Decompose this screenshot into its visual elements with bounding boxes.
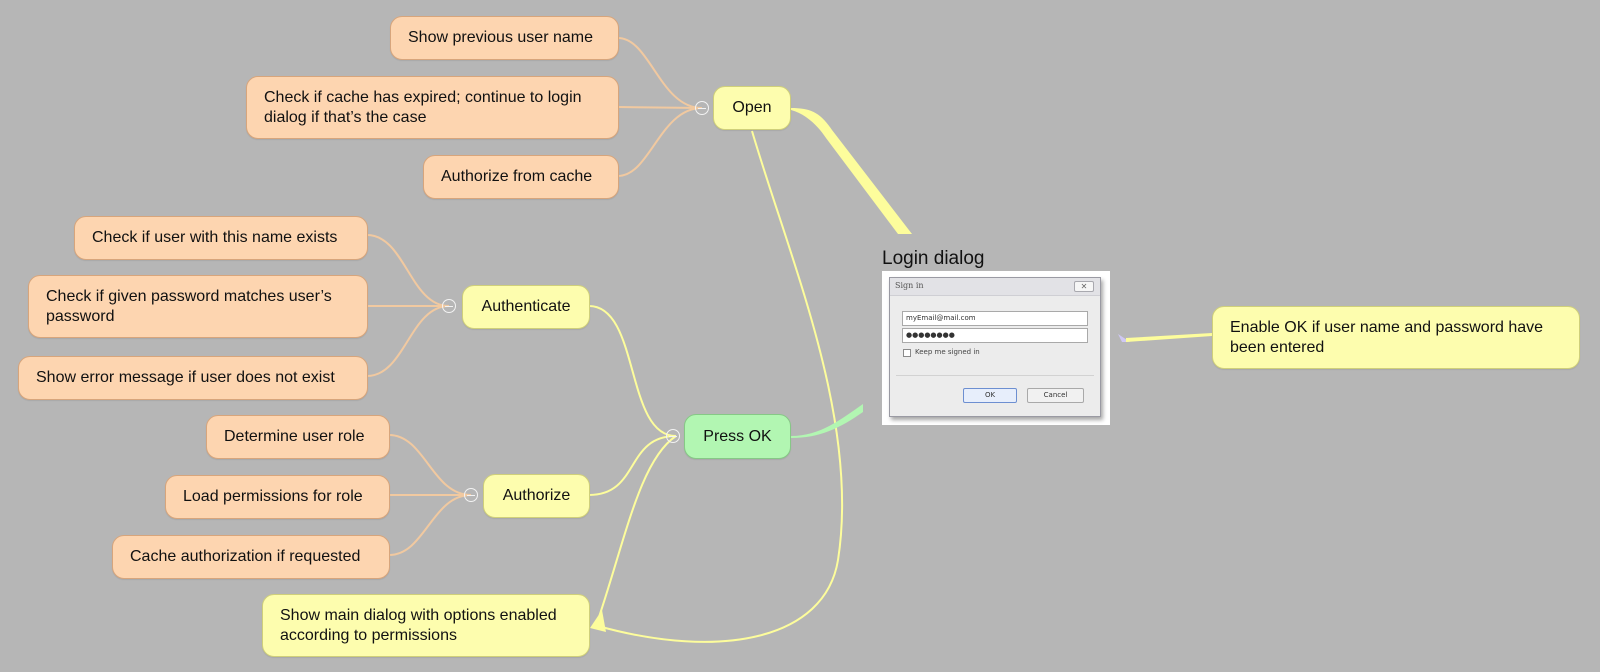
authenticate-node[interactable]: Authenticate	[462, 285, 590, 329]
sign-in-titlebar: Sign in ✕	[890, 278, 1100, 296]
check-password-matches-node[interactable]: Check if given password matches user’s p…	[28, 275, 368, 338]
node-label: Cache authorization if requested	[130, 548, 361, 565]
cache-authorization-node[interactable]: Cache authorization if requested	[112, 535, 390, 579]
node-label: Check if given password matches user’s p…	[46, 287, 332, 325]
node-label: Check if cache has expired; continue to …	[264, 88, 582, 126]
press-ok-collapse-toggle[interactable]	[666, 429, 680, 443]
dialog-divider	[896, 375, 1094, 376]
show-error-message-node[interactable]: Show error message if user does not exis…	[18, 356, 368, 400]
enable-ok-node[interactable]: Enable OK if user name and password have…	[1212, 306, 1580, 369]
authorize-node[interactable]: Authorize	[483, 474, 590, 518]
keep-signed-in-label: Keep me signed in	[915, 348, 980, 356]
password-field: ●●●●●●●●	[902, 328, 1088, 343]
check-cache-expired-node[interactable]: Check if cache has expired; continue to …	[246, 76, 619, 139]
sign-in-window-title: Sign in	[895, 281, 924, 290]
authorize-collapse-toggle[interactable]	[464, 488, 478, 502]
node-label: Enable OK if user name and password have…	[1230, 318, 1544, 356]
open-node[interactable]: Open	[713, 86, 791, 130]
check-user-exists-node[interactable]: Check if user with this name exists	[74, 216, 368, 260]
show-previous-user-name-node[interactable]: Show previous user name	[390, 16, 619, 60]
node-label: Authenticate	[481, 298, 571, 315]
open-collapse-toggle[interactable]	[695, 101, 709, 115]
authorize-from-cache-node[interactable]: Authorize from cache	[423, 155, 619, 199]
node-label: Authorize from cache	[441, 168, 593, 185]
node-label: Authorize	[502, 487, 571, 504]
node-label: Show previous user name	[408, 29, 593, 46]
close-icon: ✕	[1074, 281, 1094, 292]
show-main-dialog-node[interactable]: Show main dialog with options enabled ac…	[262, 594, 590, 657]
ok-button: OK	[963, 388, 1017, 403]
sign-in-window: Sign in ✕ myEmail@mail.com ●●●●●●●● Keep…	[889, 277, 1101, 417]
load-permissions-node[interactable]: Load permissions for role	[165, 475, 390, 519]
node-label: Press OK	[703, 427, 772, 445]
email-field: myEmail@mail.com	[902, 311, 1088, 326]
node-label: Show error message if user does not exis…	[36, 369, 335, 386]
cancel-button: Cancel	[1027, 388, 1084, 403]
determine-user-role-node[interactable]: Determine user role	[206, 415, 390, 459]
node-label: Determine user role	[224, 428, 365, 445]
node-label: Load permissions for role	[183, 488, 363, 505]
node-label: Check if user with this name exists	[92, 229, 338, 246]
press-ok-node[interactable]: Press OK	[684, 414, 791, 459]
keep-signed-in-checkbox	[903, 349, 911, 357]
login-dialog-title: Login dialog	[882, 248, 985, 269]
node-label: Open	[732, 99, 772, 116]
login-dialog-image[interactable]: Sign in ✕ myEmail@mail.com ●●●●●●●● Keep…	[882, 271, 1110, 425]
node-label: Show main dialog with options enabled ac…	[280, 606, 557, 644]
authenticate-collapse-toggle[interactable]	[442, 299, 456, 313]
